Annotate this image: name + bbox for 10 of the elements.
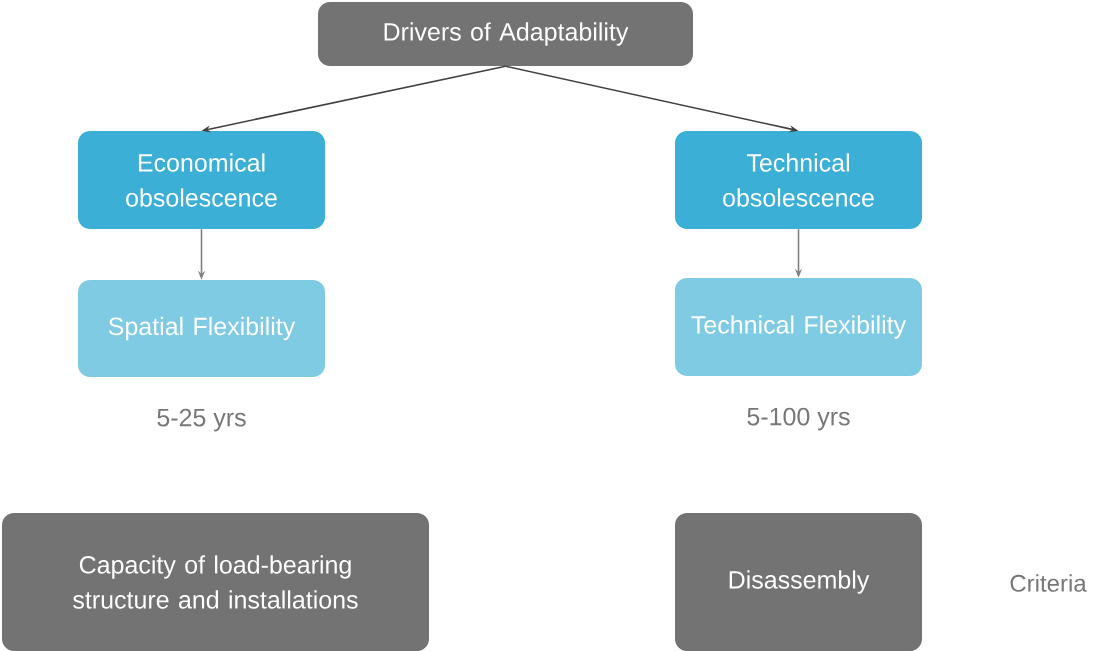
side-label: Criteria — [1010, 574, 1087, 592]
duration-label: 5-100 yrs — [747, 407, 850, 431]
process-box: Spatial Flexibility — [78, 280, 325, 377]
process-box: Economical obsolescence — [78, 131, 325, 229]
duration-label: 5-25 yrs — [157, 408, 246, 432]
process-box: Technical Flexibility — [675, 278, 922, 376]
criteria-box: Disassembly — [675, 513, 922, 651]
criteria-box: Capacity of load-bearing structure and installations — [2, 513, 429, 651]
process-box: Technical obsolescence — [675, 131, 922, 229]
driver-box: Drivers of Adaptability — [318, 2, 693, 66]
